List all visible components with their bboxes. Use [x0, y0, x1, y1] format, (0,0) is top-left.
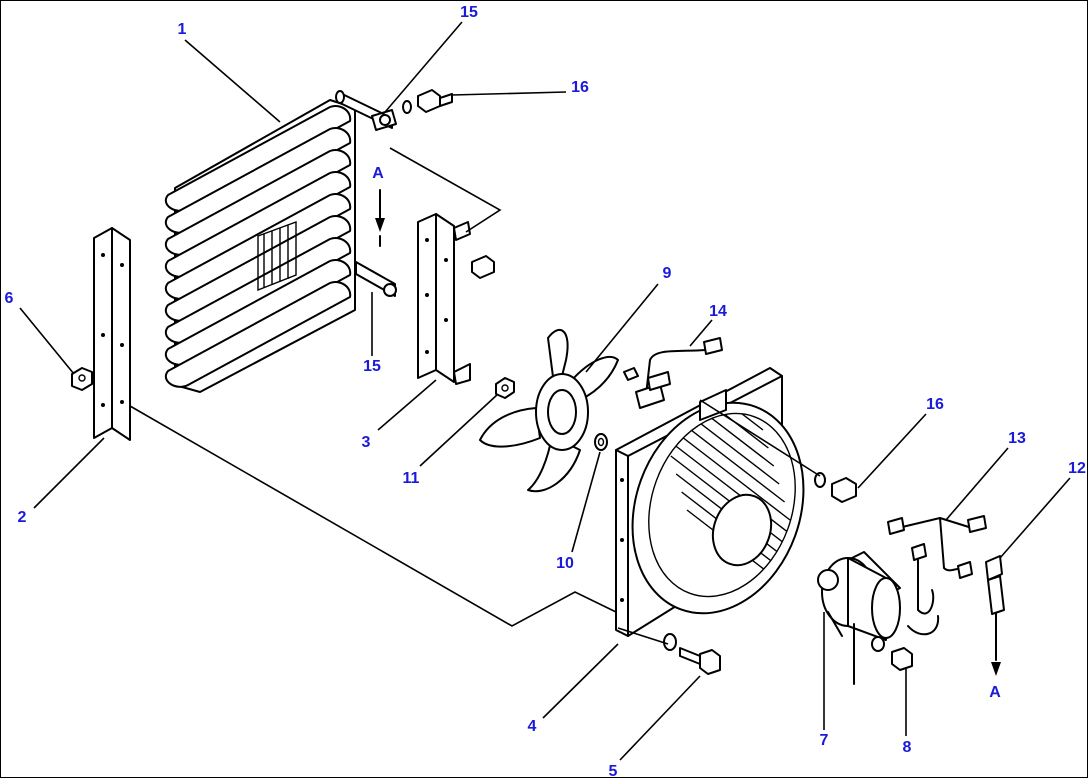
callout-cA2: A	[989, 684, 1001, 701]
callout-c14: 14	[709, 303, 727, 320]
leader-lines	[19, 21, 1071, 761]
callout-c5: 5	[609, 763, 618, 780]
fan-motor	[817, 551, 901, 685]
nut-11	[495, 377, 515, 399]
callout-c6: 6	[5, 290, 14, 307]
condenser-tube	[165, 105, 352, 212]
condenser-tube	[165, 259, 352, 366]
bracket-3	[417, 213, 495, 385]
condenser-tube	[165, 149, 352, 256]
harness-13	[887, 515, 987, 636]
callout-c10: 10	[556, 555, 574, 572]
condenser-tube	[165, 127, 352, 234]
callout-c16b: 16	[926, 396, 944, 413]
callout-c8: 8	[903, 739, 912, 756]
nut-6	[71, 367, 93, 391]
switch-12	[985, 555, 1005, 676]
condenser-tube	[165, 171, 352, 278]
fan-blade	[479, 328, 619, 493]
condenser-core	[165, 90, 397, 393]
bracket-2	[93, 227, 131, 441]
callout-c13: 13	[1008, 430, 1026, 447]
callout-c11: 11	[403, 470, 420, 487]
callout-c16a: 16	[571, 79, 589, 96]
washer-10	[594, 433, 608, 451]
arrow-a-top	[375, 189, 385, 247]
callout-c2: 2	[18, 509, 27, 526]
callout-c1: 1	[178, 21, 187, 38]
callout-c15a: 15	[460, 4, 478, 21]
callout-c12: 12	[1068, 460, 1086, 477]
callout-c15b: 15	[363, 358, 381, 375]
bolt-5	[663, 633, 721, 675]
callout-c7: 7	[820, 732, 829, 749]
grille-bar	[664, 437, 796, 539]
callout-c9: 9	[663, 265, 672, 282]
callout-c4: 4	[528, 718, 537, 735]
bolt-8	[871, 636, 913, 671]
fan-shroud	[615, 367, 818, 637]
bolt-16-top	[402, 89, 453, 114]
condenser-tube	[165, 281, 352, 388]
callout-cA1: A	[372, 165, 384, 182]
harness-14	[623, 337, 723, 409]
callout-c3: 3	[362, 434, 371, 451]
bolt-16-mid	[814, 472, 857, 503]
